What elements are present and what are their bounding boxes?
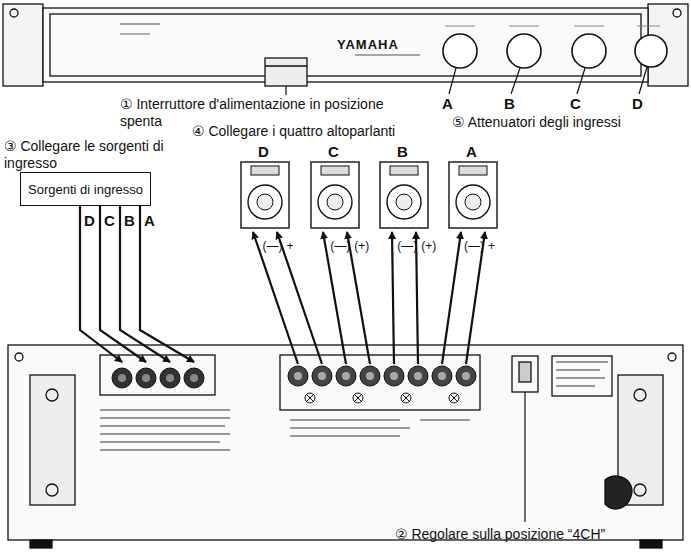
- mode-leader: [524, 392, 525, 522]
- speaker-cabinet: [449, 162, 497, 228]
- speaker-cone: [327, 194, 343, 210]
- speaker-terminal: [384, 366, 404, 386]
- terminal-core: [462, 372, 470, 380]
- speaker-woofer: [318, 185, 352, 219]
- speaker-cone: [396, 194, 412, 210]
- path-stroke: [354, 394, 362, 402]
- terminal-polarity: +: [488, 238, 495, 255]
- input-wire: [140, 206, 194, 362]
- path-stroke: [450, 394, 458, 402]
- speaker-tweeter: [251, 166, 279, 175]
- speakers: [241, 162, 497, 228]
- attenuator-knobs: [443, 26, 667, 68]
- terminal-screw: [353, 393, 363, 403]
- speaker-terminal: [288, 366, 308, 386]
- connection-wires: [80, 206, 485, 364]
- speaker-terminal: [336, 366, 356, 386]
- speaker-letter: D: [258, 143, 269, 160]
- box-label: Sorgenti di ingresso: [28, 182, 143, 197]
- input-letter: C: [104, 212, 115, 229]
- input-jack-core: [118, 374, 126, 382]
- speaker-cone: [465, 194, 481, 210]
- input-jack-core: [190, 374, 198, 382]
- speaker-terminal: [312, 366, 332, 386]
- terminal-core: [318, 372, 326, 380]
- callout-text: ③ Collegare le sorgenti di ingresso: [4, 138, 182, 172]
- speaker-wire: [253, 232, 298, 364]
- input-jack-core: [166, 374, 174, 382]
- brand-logo: YAMAHA: [337, 36, 399, 53]
- speaker-terminal: [408, 366, 428, 386]
- front-panel: [3, 4, 688, 86]
- terminal-core: [366, 372, 374, 380]
- input-jack: [136, 368, 156, 388]
- source-box: Sorgenti di ingresso: [20, 172, 151, 206]
- speaker-wire: [392, 232, 394, 364]
- speaker-wire: [442, 232, 461, 364]
- rear-panel: [8, 345, 683, 548]
- terminal-core: [294, 372, 302, 380]
- speaker-wire: [347, 232, 370, 364]
- terminal-core: [438, 372, 446, 380]
- terminal-polarity: (+): [421, 238, 436, 255]
- caution-text-lines: [100, 362, 608, 450]
- input-jack: [184, 368, 204, 388]
- input-jack-core: [142, 374, 150, 382]
- speaker-woofer: [248, 185, 282, 219]
- speaker-cone: [257, 194, 273, 210]
- speaker-tweeter: [390, 166, 418, 175]
- terminal-polarity: (—): [330, 238, 350, 255]
- speaker-cabinet: [311, 162, 359, 228]
- input-jacks: [112, 368, 204, 388]
- input-jack: [112, 368, 132, 388]
- terminal-polarity: (—): [397, 238, 417, 255]
- callout-text: ④ Collegare i quattro altoparlanti: [192, 123, 395, 140]
- knob-letter: C: [570, 95, 581, 112]
- speaker-letter: B: [397, 143, 408, 160]
- terminal-core: [342, 372, 350, 380]
- terminal-screw: [449, 393, 459, 403]
- speaker-tweeter: [459, 166, 487, 175]
- terminal-polarity: (+): [354, 238, 369, 255]
- speaker-terminal: [432, 366, 452, 386]
- speaker-woofer: [387, 185, 421, 219]
- terminal-screw: [305, 393, 315, 403]
- speaker-woofer: [456, 185, 490, 219]
- speaker-cabinet: [241, 162, 289, 228]
- input-letter: B: [124, 212, 135, 229]
- terminal-polarity: +: [287, 238, 294, 255]
- terminal-core: [414, 372, 422, 380]
- speaker-letter: A: [466, 143, 477, 160]
- terminal-screw: [401, 393, 411, 403]
- speaker-cabinet: [380, 162, 428, 228]
- input-letter: D: [84, 212, 95, 229]
- knob-letter: D: [632, 95, 643, 112]
- speaker-terminal: [360, 366, 380, 386]
- knob-leaders: [286, 67, 647, 95]
- callout-text: ⑤ Attenuatori degli ingressi: [452, 114, 621, 131]
- terminal-core: [390, 372, 398, 380]
- speaker-terminal: [456, 366, 476, 386]
- input-wire: [120, 206, 170, 362]
- speaker-wire: [277, 232, 322, 364]
- knob-letter: A: [442, 95, 453, 112]
- input-letter: A: [144, 212, 155, 229]
- speaker-terminals: [288, 366, 476, 403]
- path-stroke: [402, 394, 410, 402]
- speaker-letter: C: [328, 143, 339, 160]
- callout-text: ② Regolare sulla posizione “4CH”: [395, 526, 605, 543]
- knob-letter: B: [504, 95, 515, 112]
- path-stroke: [306, 394, 314, 402]
- input-jack: [160, 368, 180, 388]
- terminal-polarity: (—): [464, 238, 484, 255]
- speaker-tweeter: [321, 166, 349, 175]
- terminal-polarity: (—): [263, 238, 283, 255]
